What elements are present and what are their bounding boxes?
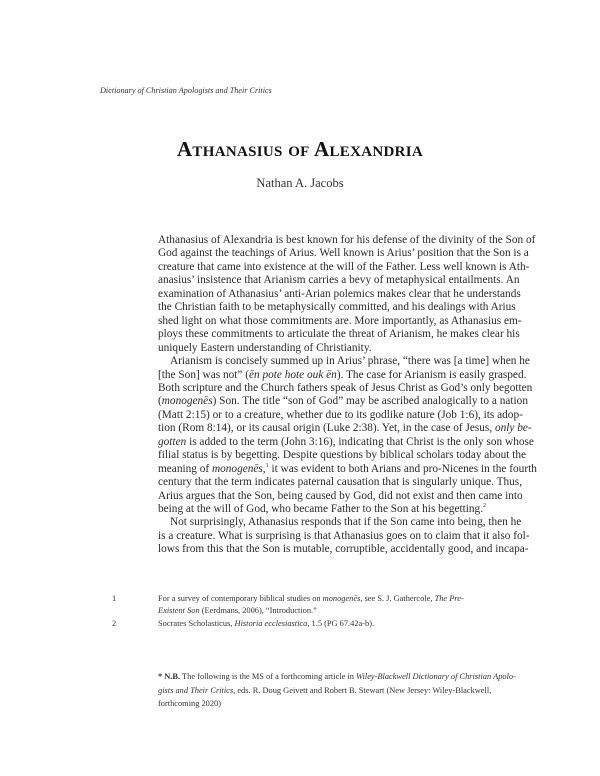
text-run: ploys these commitments to articulate th… <box>158 328 520 341</box>
text-run: forthcoming 2020) <box>158 699 222 708</box>
text-run: uniquely Eastern understanding of Christ… <box>158 341 372 354</box>
body-line: ploys these commitments to articulate th… <box>158 328 520 341</box>
note-line: * N.B. The following is the MS of a fort… <box>158 670 516 683</box>
text-run: Athanasius of Alexandria is best known f… <box>158 234 536 246</box>
body-line: is a creature. What is surprising is tha… <box>158 530 530 543</box>
text-run: being at the will of God, who became Fat… <box>158 503 484 515</box>
footnote: 1 For a survey of contemporary biblical s… <box>112 593 464 617</box>
note-line: gists and Their Critics, eds. R. Doug Ge… <box>158 684 491 697</box>
italic-text: Wiley-Blackwell Dictionary of Christian … <box>356 672 516 681</box>
body-line: century that the term indicates paternal… <box>158 476 522 489</box>
text-run: Socrates Scholasticus, <box>158 619 235 628</box>
text-run: tion (Rom 8:14), or its causal origin (L… <box>158 422 495 435</box>
text-run: examination of Athanasius’ anti-Arian po… <box>158 287 521 300</box>
text-run: ). The case for Arianism is easily grasp… <box>336 368 527 381</box>
text-run: anasius’ insistence that Arianism carrie… <box>158 274 520 287</box>
text-run: [the Son] was not” ( <box>158 368 249 381</box>
text-run: meaning of <box>158 462 212 475</box>
text-run: , 1.5 (PG 67.42a-b). <box>307 619 375 628</box>
text-run: it was evident to both Arians and pro-Ni… <box>268 462 537 475</box>
italic-text: only be- <box>494 422 532 435</box>
footnote-line: Socrates Scholasticus, Historia ecclesia… <box>158 618 442 630</box>
body-line: meaning of monogenēs,1 it was evident to… <box>158 462 537 476</box>
body-line: [the Son] was not” (ēn pote hote ouk ēn)… <box>158 368 526 382</box>
text-run: Arianism is concisely summed up in Arius… <box>170 355 530 368</box>
italic-text: gists and Their Critics <box>158 685 234 695</box>
body-line: God against the teachings of Arius. Well… <box>158 247 529 260</box>
body-line: the Christian faith to be metaphysically… <box>158 301 516 314</box>
text-run: ) Son. The title “son of God” may be asc… <box>212 395 528 408</box>
italic-text: ēn pote hote ouk ēn <box>248 368 337 381</box>
text-run: For a survey of contemporary biblical st… <box>158 594 323 603</box>
author-name: Nathan A. Jacobs <box>256 176 344 190</box>
body-line: being at the will of God, who became Fat… <box>158 503 486 516</box>
text-run: creature that came into existence at the… <box>158 260 530 273</box>
footnote-line: For a survey of contemporary biblical st… <box>158 593 464 605</box>
text-run: God against the teachings of Arius. Well… <box>158 247 529 260</box>
text-run: lows from this that the Son is mutable, … <box>158 543 529 556</box>
text-run: , eds. R. Doug Geivett and Robert B. Ste… <box>233 685 492 695</box>
text-run: (Eerdmans, 2006), “Introduction.” <box>199 606 317 615</box>
text-run: , <box>262 462 266 475</box>
body-line: Athanasius of Alexandria is best known f… <box>158 234 535 247</box>
text-run: , see S. J. Gathercole, <box>360 594 435 603</box>
body-line: uniquely Eastern understanding of Christ… <box>158 342 442 355</box>
text-run: century that the term indicates paternal… <box>158 476 523 489</box>
body-line: filial status is by begetting. Despite q… <box>158 449 526 462</box>
text-run: The following is the MS of a forthcoming… <box>180 672 357 681</box>
text-run: (Matt 2:15) or to a creature, whether du… <box>158 408 523 421</box>
italic-text: monogenēs <box>322 594 361 603</box>
italic-text: The Pre- <box>434 594 464 603</box>
text-run: ( <box>158 395 162 408</box>
footnote-number: 1 <box>112 594 117 603</box>
body-line: shed light on what those commitments are… <box>158 315 522 328</box>
italic-text: Historia ecclesiastica <box>234 619 308 628</box>
body-line: (Matt 2:15) or to a creature, whether du… <box>158 409 523 422</box>
text-run: filial status is by begetting. Despite q… <box>158 449 527 462</box>
footnote-number: 2 <box>112 619 117 628</box>
text-run: shed light on what those commitments are… <box>158 314 522 327</box>
body-line: Both scripture and the Church fathers sp… <box>158 382 532 395</box>
text-run: Not surprisingly, Athanasius responds th… <box>170 516 522 529</box>
text-run: the Christian faith to be metaphysically… <box>158 301 516 314</box>
text-run: Both scripture and the Church fathers sp… <box>158 381 533 394</box>
body-line: lows from this that the Son is mutable, … <box>158 543 529 556</box>
body-line: anasius’ insistence that Arianism carrie… <box>158 274 520 287</box>
footnote-line: Existent Son (Eerdmans, 2006), “Introduc… <box>158 605 442 617</box>
footnote-ref[interactable]: 1 <box>265 462 269 469</box>
body-line: Not surprisingly, Athanasius responds th… <box>158 516 521 529</box>
body-line: (monogenēs) Son. The title “son of God” … <box>158 395 528 408</box>
text-run: is a creature. What is surprising is tha… <box>158 529 530 542</box>
body-line: tion (Rom 8:14), or its causal origin (L… <box>158 422 532 435</box>
body-line: creature that came into existence at the… <box>158 261 529 274</box>
running-head: Dictionary of Christian Apologists and T… <box>100 86 272 95</box>
text-run: * N.B. <box>158 672 181 681</box>
footnote-ref[interactable]: 2 <box>483 503 487 510</box>
body-line: examination of Athanasius’ anti-Arian po… <box>158 288 521 301</box>
footnote: 2 Socrates Scholasticus, Historia ecclesi… <box>112 618 442 630</box>
italic-text: monogenēs <box>161 395 213 408</box>
body-line: Arianism is concisely summed up in Arius… <box>158 355 530 368</box>
body-line: Arius argues that the Son, being caused … <box>158 490 523 503</box>
italic-text: Existent Son <box>158 606 200 615</box>
text-run: Arius argues that the Son, being caused … <box>158 489 523 502</box>
italic-text: gotten <box>158 435 187 448</box>
article-title: Athanasius of Alexandria <box>176 137 424 161</box>
body-line: gotten is added to the term (John 3:16),… <box>158 435 534 449</box>
note-line: forthcoming 2020) <box>158 697 442 710</box>
italic-text: monogenēs <box>211 462 263 475</box>
text-run: is added to the term (John 3:16), indica… <box>186 435 534 448</box>
